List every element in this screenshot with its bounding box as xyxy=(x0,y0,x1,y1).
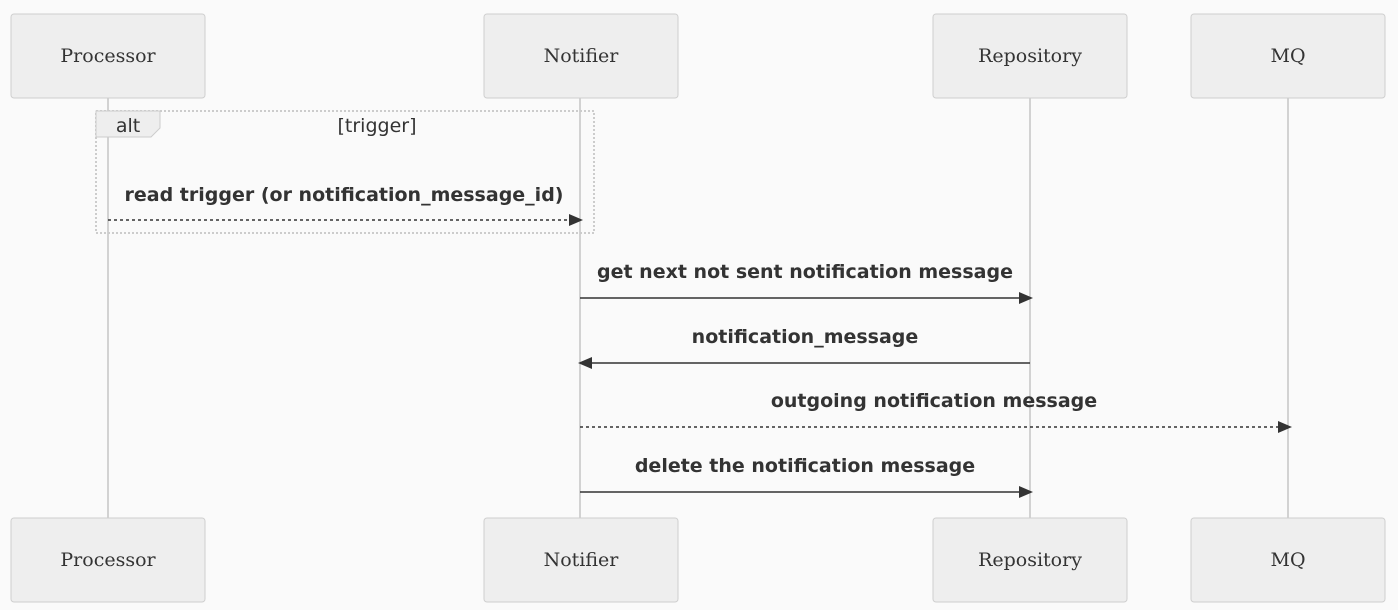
actor-notifier-bottom[interactable]: Notifier xyxy=(483,517,679,603)
alt-block: alt [trigger] xyxy=(95,110,595,234)
lifelines xyxy=(107,98,1289,518)
actor-label: Repository xyxy=(978,549,1082,571)
message-label: get next not sent notification message xyxy=(597,261,1013,283)
arrow-head xyxy=(569,214,583,226)
arrow-head xyxy=(1278,421,1292,433)
actor-label: Notifier xyxy=(544,549,620,571)
actor-label: Processor xyxy=(60,549,156,571)
message-notification-message: notification_message xyxy=(578,326,1030,369)
alt-condition: [trigger] xyxy=(338,115,417,137)
message-delete: delete the notification message xyxy=(580,455,1033,498)
actor-label: Processor xyxy=(60,45,156,67)
message-read-trigger: read trigger (or notification_message_id… xyxy=(108,184,583,226)
actor-label: MQ xyxy=(1270,549,1305,571)
actor-repository-bottom[interactable]: Repository xyxy=(932,517,1128,603)
actor-mq-top[interactable]: MQ xyxy=(1190,13,1386,99)
message-label: notification_message xyxy=(692,326,919,348)
message-outgoing: outgoing notification message xyxy=(580,390,1292,433)
arrow-head xyxy=(578,357,592,369)
actor-label: MQ xyxy=(1270,45,1305,67)
arrow-head xyxy=(1019,486,1033,498)
message-label: delete the notification message xyxy=(635,455,975,477)
alt-frame xyxy=(95,110,595,234)
actor-label: Repository xyxy=(978,45,1082,67)
alt-tab xyxy=(95,110,161,138)
actor-notifier-top[interactable]: Notifier xyxy=(483,13,679,99)
message-get-next: get next not sent notification message xyxy=(580,261,1033,304)
actor-label: Notifier xyxy=(544,45,620,67)
actor-processor-bottom[interactable]: Processor xyxy=(10,517,206,603)
arrow-head xyxy=(1019,292,1033,304)
actor-mq-bottom[interactable]: MQ xyxy=(1190,517,1386,603)
message-label: outgoing notification message xyxy=(771,390,1097,412)
message-label: read trigger (or notification_message_id… xyxy=(125,184,564,206)
actor-repository-top[interactable]: Repository xyxy=(932,13,1128,99)
alt-keyword: alt xyxy=(116,115,140,137)
actor-processor-top[interactable]: Processor xyxy=(10,13,206,99)
